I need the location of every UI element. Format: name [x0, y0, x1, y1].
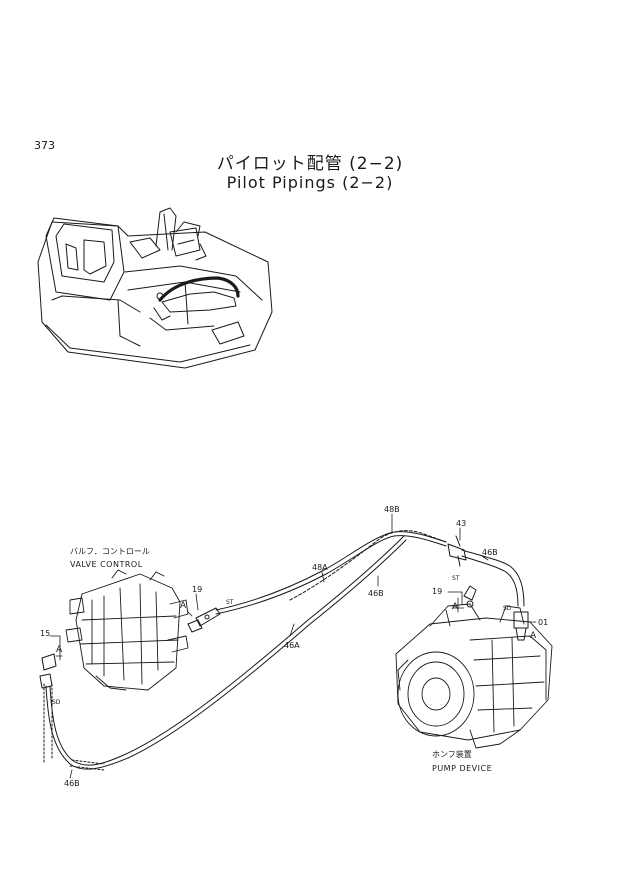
pipe-48A	[215, 531, 447, 615]
part-number-43: 43	[456, 519, 466, 528]
valve-control-block	[65, 569, 189, 691]
pump-device-label-jp: ホンフ装置	[432, 749, 472, 759]
tag-A-mid: A	[180, 601, 187, 611]
tag-ST-right: ST	[452, 575, 460, 582]
valve-control-label-jp: バルフ．コントロール	[70, 547, 150, 556]
tag-A-right: A	[452, 602, 459, 612]
pipe-46B-upper	[461, 549, 525, 607]
pump-device-label-en: PUMP DEVICE	[432, 764, 492, 773]
part-number-48B: 48B	[384, 505, 400, 514]
page-number: 373	[34, 139, 55, 152]
page-title-english: Pilot Pipings (2−2)	[226, 173, 394, 192]
tag-SD-left: SD	[52, 699, 61, 706]
excavator-illustration	[37, 207, 273, 369]
counterweight-bump	[211, 321, 245, 345]
cab-outline	[45, 217, 125, 301]
page-title-japanese: パイロット配管 (2−2)	[216, 154, 404, 174]
highlighted-pilot-pipe	[158, 276, 240, 302]
part-number-46B-bottom: 46B	[64, 779, 80, 788]
pipe-46B-lower-wrap	[43, 683, 105, 771]
part-number-19-right: 19	[432, 587, 442, 596]
part-number-46A: 46A	[284, 641, 300, 650]
part-number-46B-top: 46B	[482, 548, 498, 557]
tag-ST-mid: ST	[226, 599, 234, 606]
part-number-01: 01	[538, 618, 548, 627]
pump-device	[395, 603, 553, 749]
tag-A-left: A	[56, 645, 63, 655]
pipe-46A	[45, 535, 407, 770]
part-number-15: 15	[40, 629, 50, 638]
fitting-15	[39, 653, 57, 689]
pipe-48B	[289, 530, 447, 601]
tag-SD-right: SD	[503, 605, 512, 612]
fitting-43	[447, 535, 467, 567]
fitting-19-left	[187, 607, 221, 633]
fitting-01	[513, 611, 529, 641]
tag-A-pump: A	[530, 631, 537, 641]
fitting-19-right	[463, 585, 477, 608]
leader-lines	[49, 513, 537, 779]
valve-control-label-en: VALVE CONTROL	[70, 560, 143, 569]
part-number-48A: 48A	[312, 563, 328, 572]
part-number-19-left: 19	[192, 585, 202, 594]
part-number-46B-mid: 46B	[368, 589, 384, 598]
